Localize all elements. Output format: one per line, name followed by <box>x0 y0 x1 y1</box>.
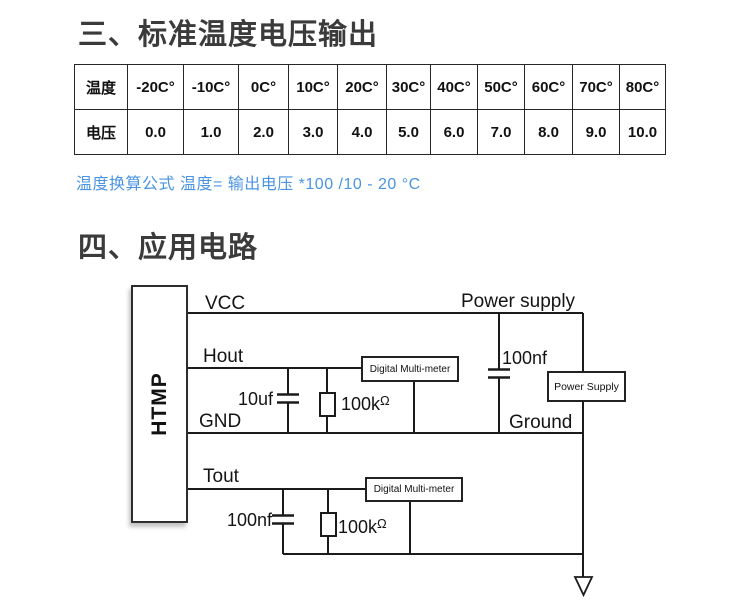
digital-multimeter-bottom-label: Digital Multi-meter <box>373 484 455 495</box>
cap-100nf-bottom-label: 100nf <box>227 510 273 530</box>
temp-voltage-table: 温度 -20C° -10C° 0C° 10C° 20C° 30C° 40C° 5… <box>74 64 666 155</box>
tout-label: Tout <box>203 466 239 487</box>
resistor-top-body <box>319 392 336 417</box>
row-header-voltage: 电压 <box>74 109 128 155</box>
table-cell: 9.0 <box>572 109 620 155</box>
power-supply-box: Power Supply <box>547 371 626 402</box>
table-cell: 80C° <box>619 64 666 110</box>
table-cell: 60C° <box>524 64 573 110</box>
resistor-top-label: 100kΩ <box>341 393 390 414</box>
table-cell: -10C° <box>183 64 239 110</box>
table-row-temperature: 温度 -20C° -10C° 0C° 10C° 20C° 30C° 40C° 5… <box>74 64 666 110</box>
ground-symbol-icon <box>573 576 594 598</box>
section-4-title: 四、应用电路 <box>78 232 259 264</box>
power-supply-box-label: Power Supply <box>554 380 619 393</box>
resistor-bottom-body <box>320 512 337 537</box>
cap-100nf-bottom-plates <box>272 514 294 525</box>
cap-10uf-label: 10uf <box>238 389 274 409</box>
hout-label: Hout <box>203 346 244 367</box>
table-cell: 70C° <box>572 64 620 110</box>
cap-100nf-top-plates <box>488 368 510 379</box>
table-cell: 10.0 <box>619 109 666 155</box>
digital-multimeter-top-label: Digital Multi-meter <box>369 363 451 375</box>
table-cell: 10C° <box>288 64 338 110</box>
ohm-symbol: Ω <box>380 393 390 408</box>
section-3-title: 三、标准温度电压输出 <box>78 19 379 51</box>
row-header-temperature: 温度 <box>74 64 128 110</box>
ground-rail-label: Ground <box>509 412 573 433</box>
ohm-symbol: Ω <box>377 516 387 531</box>
table-cell: 3.0 <box>288 109 338 155</box>
cap-10uf-plates <box>277 393 299 404</box>
table-cell: 8.0 <box>524 109 573 155</box>
htmp-chip: HTMP <box>131 285 188 523</box>
digital-multimeter-bottom-box: Digital Multi-meter <box>365 477 463 502</box>
table-cell: 4.0 <box>337 109 387 155</box>
htmp-chip-label: HTMP <box>147 372 171 436</box>
vcc-label: VCC <box>205 293 246 314</box>
table-cell: 30C° <box>386 64 431 110</box>
table-cell: 0.0 <box>127 109 184 155</box>
power-supply-rail-label: Power supply <box>461 291 576 312</box>
table-cell: 50C° <box>477 64 525 110</box>
digital-multimeter-top-box: Digital Multi-meter <box>361 356 459 382</box>
table-cell: 2.0 <box>238 109 289 155</box>
table-cell: 5.0 <box>386 109 431 155</box>
table-cell: -20C° <box>127 64 184 110</box>
table-row-voltage: 电压 0.0 1.0 2.0 3.0 4.0 5.0 6.0 7.0 8.0 9… <box>74 109 666 155</box>
temperature-conversion-formula: 温度换算公式 温度= 输出电压 *100 /10 - 20 °C <box>76 176 421 193</box>
resistor-bottom-label: 100kΩ <box>338 516 387 537</box>
cap-100nf-top-label: 100nf <box>502 348 548 368</box>
table-cell: 6.0 <box>430 109 478 155</box>
gnd-label: GND <box>199 411 242 432</box>
